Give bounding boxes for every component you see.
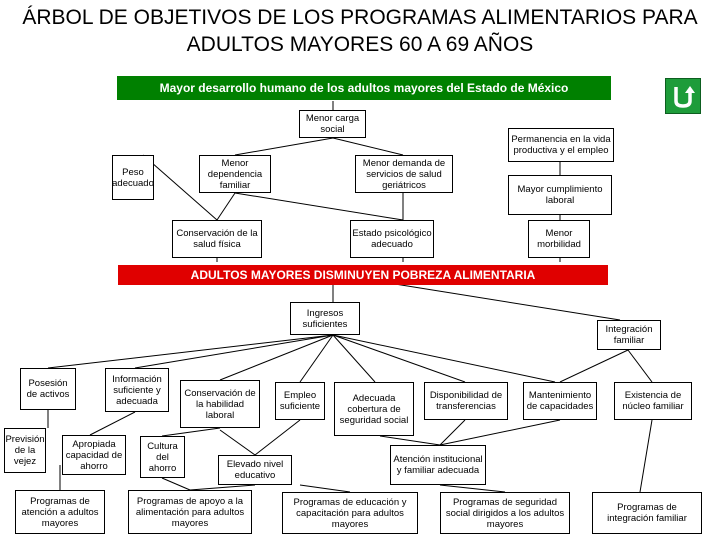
node-prevision: Previsión de la vejez: [4, 428, 46, 473]
node-posesion: Posesión de activos: [20, 368, 76, 410]
node-peso: Peso adecuado: [112, 155, 154, 200]
program-integracion: Programas de integración familiar: [592, 492, 702, 534]
return-arrow-icon[interactable]: [665, 78, 701, 114]
goal-banner: Mayor desarrollo humano de los adultos m…: [117, 76, 611, 100]
node-existencia: Existencia de núcleo familiar: [614, 382, 692, 420]
node-ingresos: Ingresos suficientes: [290, 302, 360, 335]
node-ahorro: Apropiada capacidad de ahorro: [62, 435, 126, 475]
node-integracion: Integración familiar: [597, 320, 661, 350]
node-empleo: Empleo suficiente: [275, 382, 325, 420]
node-demanda: Menor demanda de servicios de salud geri…: [355, 155, 453, 193]
node-cobertura: Adecuada cobertura de seguridad social: [334, 382, 414, 436]
node-permanencia: Permanencia en la vida productiva y el e…: [508, 128, 614, 162]
node-psicologico: Estado psicológico adecuado: [350, 220, 434, 258]
node-mantenimiento: Mantenimiento de capacidades: [523, 382, 597, 420]
node-cumplimiento: Mayor cumplimiento laboral: [508, 175, 612, 215]
node-disponibilidad: Disponibilidad de transferencias: [424, 382, 508, 420]
node-informacion: Información suficiente y adecuada: [105, 368, 169, 412]
node-dependencia: Menor dependencia familiar: [199, 155, 271, 193]
node-educativo: Elevado nivel educativo: [218, 455, 292, 485]
node-morbilidad: Menor morbilidad: [528, 220, 590, 258]
node-conservacion-salud: Conservación de la salud física: [172, 220, 262, 258]
program-educacion: Programas de educación y capacitación pa…: [282, 492, 418, 534]
node-conservacion-habilidad: Conservación de la habilidad laboral: [180, 380, 260, 428]
node-atencion: Atención institucional y familiar adecua…: [390, 445, 486, 485]
node-cultura: Cultura del ahorro: [140, 436, 185, 478]
program-atencion: Programas de atención a adultos mayores: [15, 490, 105, 534]
page-title: ÁRBOL DE OBJETIVOS DE LOS PROGRAMAS ALIM…: [22, 6, 698, 56]
node-menor-carga: Menor carga social: [299, 110, 366, 138]
core-problem-banner: ADULTOS MAYORES DISMINUYEN POBREZA ALIME…: [118, 265, 608, 285]
program-alimentacion: Programas de apoyo a la alimentación par…: [128, 490, 252, 534]
program-seguridad: Programas de seguridad social dirigidos …: [440, 492, 570, 534]
